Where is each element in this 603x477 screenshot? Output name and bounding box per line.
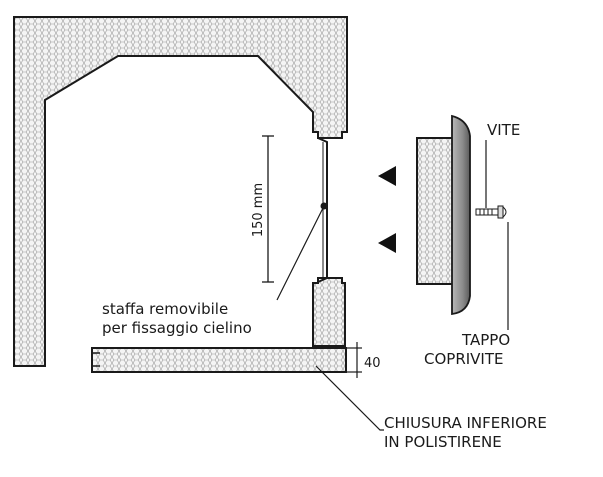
bottom-closure-strip [91,347,347,373]
closure-label-line2: IN POLISTIRENE [384,433,502,451]
dimension-150 [262,135,274,283]
triangle-left-icon [378,233,396,253]
dimension-40-label: 40 [364,356,381,371]
triangle-left-icon [378,166,396,186]
bracket-label-line1: staffa removibile [102,300,228,318]
bracket-leader-line [276,205,325,301]
closure-leader-line [315,365,384,431]
panel-shell [13,16,348,367]
cap-label-line2: COPRIVITE [424,350,504,368]
closure-label-line1: CHIUSURA INFERIORE [384,414,547,432]
vite-label: VITE [487,121,520,139]
cap-label-line1: TAPPO [461,331,510,349]
bracket-label-line2: per fissaggio cielino [102,319,252,337]
removable-bracket [317,137,328,283]
dimension-40 [346,342,362,378]
screw-cap [451,114,471,316]
screw-icon [475,205,507,219]
dimension-150-label: 150 mm [251,183,266,237]
lower-panel-stub [312,277,346,347]
